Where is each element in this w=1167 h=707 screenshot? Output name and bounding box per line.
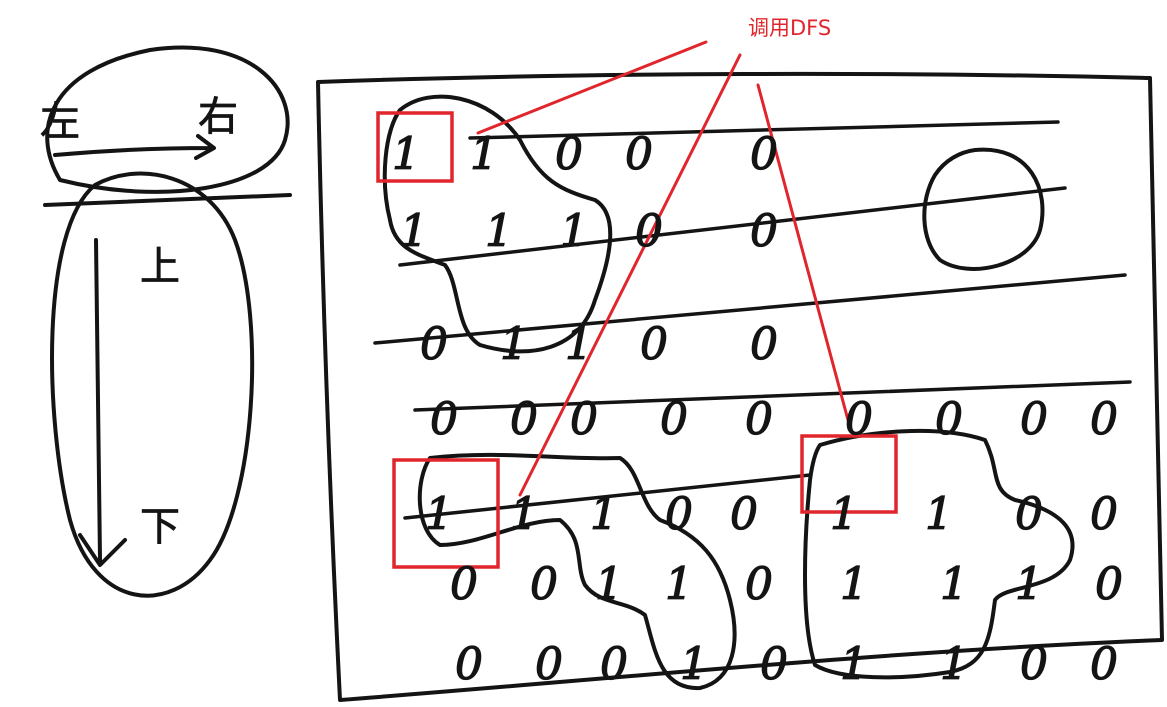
grid-cell-r5-c5: 1 <box>840 559 868 610</box>
top-ellipse <box>45 45 290 194</box>
grid-cell-r6-c6: 1 <box>940 639 968 690</box>
grid-cell-r1-c4: 0 <box>750 206 778 257</box>
grid-cell-r3-c2: 0 <box>570 394 598 445</box>
grid-frame <box>316 71 1164 702</box>
grid-cell-r1-c3: 0 <box>635 206 663 257</box>
dfs-start-box-2 <box>392 458 500 569</box>
grid-cell-r5-c4: 0 <box>745 559 773 610</box>
grid-cell-r6-c5: 1 <box>840 639 868 690</box>
label-up: 上 <box>140 244 180 290</box>
grid-cell-r3-c7: 0 <box>1020 394 1048 445</box>
annotation-pointers <box>476 40 850 497</box>
grid-cell-r4-c5: 1 <box>830 489 858 540</box>
grid-cell-r5-c8: 0 <box>1095 559 1123 610</box>
grid-cell-r3-c3: 0 <box>660 394 688 445</box>
grid-cell-r4-c2: 1 <box>590 489 618 540</box>
grid-cell-r6-c4: 0 <box>760 639 788 690</box>
grid-cell-r0-c3: 0 <box>625 129 653 180</box>
left-to-right-arrow <box>53 134 216 160</box>
grid-cell-r3-c6: 0 <box>935 394 963 445</box>
pointer-3 <box>756 83 850 422</box>
grid-cell-r5-c0: 0 <box>450 559 478 610</box>
grid-cell-r2-c2: 1 <box>565 319 593 370</box>
grid-cell-r2-c4: 0 <box>750 319 778 370</box>
grid-cell-r4-c3: 0 <box>665 489 693 540</box>
grid-cell-r4-c7: 0 <box>1015 489 1043 540</box>
grid-cell-r1-c1: 1 <box>485 206 513 257</box>
top-to-bottom-arrow <box>78 238 127 567</box>
grid-cell-r3-c5: 0 <box>845 394 873 445</box>
island-bottom-right <box>803 428 1075 680</box>
label-right: 右 <box>198 94 238 140</box>
grid-cell-r0-c0: 1 <box>392 129 420 180</box>
grid-cell-r6-c0: 0 <box>455 639 483 690</box>
dfs-annotation: 调用DFS <box>748 16 831 40</box>
grid-cell-r2-c3: 0 <box>640 319 668 370</box>
grid-cell-r0-c1: 1 <box>470 129 498 180</box>
dfs-start-box-1 <box>376 111 454 183</box>
dfs-start-box-3 <box>800 434 898 514</box>
dfs-start-boxes <box>376 111 898 569</box>
grid-cell-r6-c8: 0 <box>1090 639 1118 690</box>
grid-cell-r5-c1: 0 <box>530 559 558 610</box>
grid-cell-r6-c1: 0 <box>535 639 563 690</box>
grid-cell-r3-c8: 0 <box>1090 394 1118 445</box>
grid-cell-r5-c6: 1 <box>940 559 968 610</box>
label-down: 下 <box>140 504 180 550</box>
grid-cell-r3-c1: 0 <box>510 394 538 445</box>
circle-isolated <box>922 147 1045 271</box>
grid-cell-r5-c3: 1 <box>665 559 693 610</box>
grid-cell-r4-c0: 1 <box>425 489 453 540</box>
grid-cell-r6-c2: 0 <box>600 639 628 690</box>
island-outlines <box>382 94 1075 691</box>
grid-cell-r5-c2: 1 <box>595 559 623 610</box>
vertical-ellipse <box>50 171 255 598</box>
grid-cell-r5-c7: 1 <box>1015 559 1043 610</box>
label-left: 左 <box>40 99 80 145</box>
grid-cell-r0-c2: 0 <box>555 129 583 180</box>
grid-cell-r1-c2: 1 <box>560 206 588 257</box>
grid-cell-r1-c0: 1 <box>400 206 428 257</box>
grid-cell-r6-c7: 0 <box>1020 639 1048 690</box>
separator-line <box>43 193 292 207</box>
grid-cell-r3-c4: 0 <box>745 394 773 445</box>
grid-cell-r2-c1: 1 <box>500 319 528 370</box>
grid-cell-r4-c6: 1 <box>925 489 953 540</box>
grid-cell-r4-c8: 0 <box>1090 489 1118 540</box>
island-bottom-left <box>417 452 737 691</box>
grid-cell-r3-c0: 0 <box>430 394 458 445</box>
pointer-2 <box>518 53 742 497</box>
pointer-1 <box>476 40 708 135</box>
grid-cell-r4-c4: 0 <box>730 489 758 540</box>
grid-cell-r4-c1: 1 <box>510 489 538 540</box>
row-strike-lines <box>373 120 1132 520</box>
left-sketch: 左 右 上 下 <box>40 45 292 598</box>
island-top-left <box>382 94 613 354</box>
grid-cell-r0-c4: 0 <box>750 129 778 180</box>
grid-cell-r6-c3: 1 <box>680 639 708 690</box>
grid-cell-r2-c0: 0 <box>420 319 448 370</box>
